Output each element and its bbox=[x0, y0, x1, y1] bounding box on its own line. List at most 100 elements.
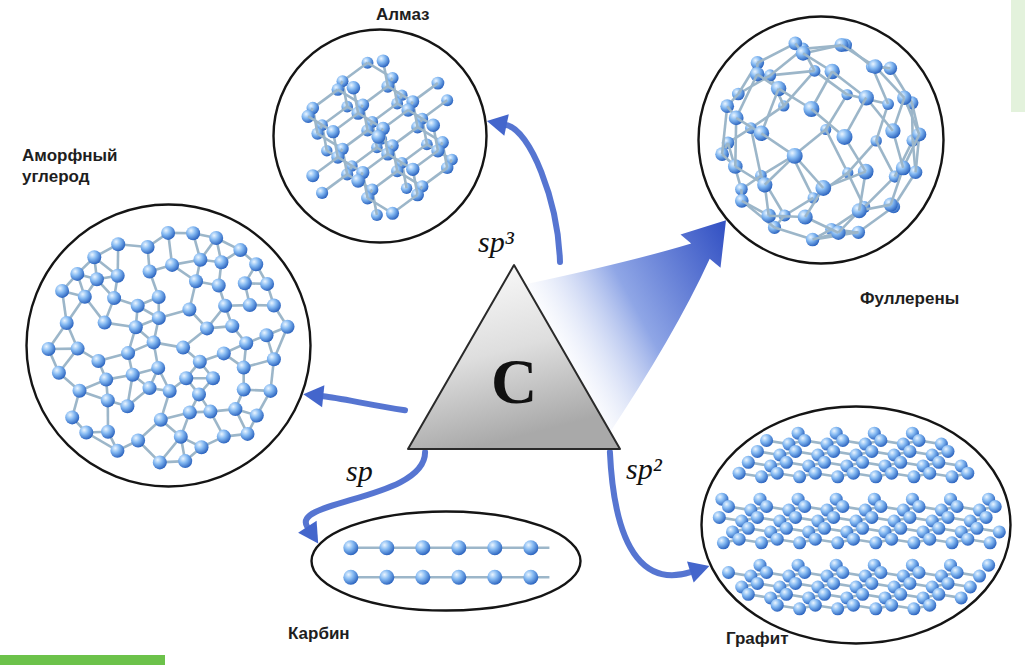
carbon-atom bbox=[858, 164, 874, 180]
carbon-atom bbox=[347, 81, 361, 95]
carbon-atom bbox=[951, 500, 964, 513]
carbon-atom bbox=[733, 467, 746, 480]
arrow-line bbox=[323, 396, 405, 410]
frame-shape bbox=[272, 28, 488, 244]
amorphous-structure bbox=[42, 226, 295, 470]
carbon-atom bbox=[451, 570, 466, 585]
carbon-atom bbox=[186, 226, 200, 240]
carbon-atom bbox=[771, 467, 784, 480]
carbon-atom bbox=[858, 90, 874, 106]
carbon-atom bbox=[827, 445, 840, 458]
carbon-atom bbox=[209, 231, 223, 245]
carbon-atom bbox=[942, 511, 955, 524]
carbon-atom bbox=[932, 456, 945, 469]
carbon-atom bbox=[111, 237, 125, 251]
carbon-atom bbox=[760, 500, 773, 513]
carbon-atom bbox=[415, 570, 430, 585]
carbon-atom bbox=[206, 371, 220, 385]
hybridization-label: sp bbox=[346, 454, 373, 488]
carbon-atom bbox=[101, 425, 115, 439]
element-triangle: C bbox=[405, 262, 623, 452]
carbon-atom bbox=[98, 316, 112, 330]
carbon-atom bbox=[217, 346, 231, 360]
frame-outline bbox=[274, 30, 487, 243]
carbon-atom bbox=[192, 387, 206, 401]
carbon-atom bbox=[961, 467, 974, 480]
frame-shape bbox=[310, 510, 582, 612]
carbon-atom bbox=[809, 533, 822, 546]
carbon-atom bbox=[869, 536, 882, 549]
carbon-atom bbox=[87, 250, 101, 264]
carbon-atom bbox=[316, 187, 328, 199]
carbon-atom bbox=[742, 588, 755, 601]
carbon-atom bbox=[742, 456, 755, 469]
carbon-atom bbox=[214, 255, 228, 269]
carbon-atom bbox=[107, 291, 121, 305]
allotrope-name: Графит bbox=[726, 628, 788, 649]
carbon-atom bbox=[195, 440, 209, 454]
carbon-atom bbox=[351, 174, 365, 188]
carbon-atom bbox=[178, 454, 192, 468]
carbon-atom bbox=[907, 470, 920, 483]
carbon-atom bbox=[267, 352, 281, 366]
carbon-atom bbox=[798, 566, 811, 579]
carbon-atom bbox=[131, 434, 145, 448]
carbon-atom bbox=[923, 467, 936, 480]
carbon-atom bbox=[789, 445, 802, 458]
carbon-atom bbox=[885, 467, 898, 480]
carbon-atom bbox=[827, 577, 840, 590]
carbon-atom bbox=[903, 577, 916, 590]
carbon-atom bbox=[415, 540, 430, 555]
carbon-atom bbox=[874, 566, 887, 579]
carbon-atom bbox=[874, 500, 887, 513]
allotrope-circle: Фуллерены bbox=[697, 15, 945, 265]
allotrope-circle: Аморфный углерод bbox=[25, 203, 312, 488]
carbon-atom bbox=[729, 111, 744, 126]
carbon-atom bbox=[837, 129, 853, 145]
carbon-atom bbox=[913, 500, 926, 513]
carbon-atom bbox=[836, 500, 849, 513]
carbon-atom bbox=[865, 577, 878, 590]
carbon-atom bbox=[250, 409, 264, 423]
carbon-atom bbox=[302, 110, 315, 123]
carbon-atom bbox=[789, 577, 802, 590]
carbon-atom bbox=[984, 536, 997, 549]
carbon-atom bbox=[955, 591, 968, 604]
carbon-atom bbox=[827, 511, 840, 524]
carbon-atom bbox=[780, 588, 793, 601]
carbon-atom bbox=[913, 566, 926, 579]
carbon-atom bbox=[241, 427, 255, 441]
frame-shape bbox=[700, 405, 1012, 645]
carbon-atom bbox=[152, 311, 166, 325]
carbon-atom bbox=[713, 511, 726, 524]
carbon-atom bbox=[238, 276, 252, 290]
carbon-atom bbox=[964, 581, 977, 594]
carbon-atom bbox=[237, 361, 251, 375]
carbon-atom bbox=[71, 342, 85, 356]
carbon-atom bbox=[907, 602, 920, 615]
carbon-atom bbox=[980, 511, 993, 524]
carbon-atom bbox=[831, 470, 844, 483]
carbon-atom bbox=[52, 366, 66, 380]
carbon-atom bbox=[856, 522, 869, 535]
bond-line bbox=[348, 546, 549, 549]
carbon-atom bbox=[780, 456, 793, 469]
carbon-atom bbox=[79, 426, 93, 440]
carbon-atom bbox=[377, 54, 390, 67]
carbon-atom bbox=[131, 299, 145, 313]
carbon-atom bbox=[896, 161, 911, 176]
carbon-atom bbox=[239, 336, 253, 350]
carbon-atom bbox=[154, 413, 168, 427]
carbon-atom bbox=[961, 533, 974, 546]
carbon-atom bbox=[903, 511, 916, 524]
carbon-atom bbox=[751, 445, 764, 458]
carbon-atom bbox=[973, 570, 986, 583]
carbon-atom bbox=[989, 500, 1002, 513]
carbon-atom bbox=[809, 599, 822, 612]
carbon-atom bbox=[182, 303, 196, 317]
carbon-atom bbox=[760, 434, 773, 447]
carbon-atom bbox=[874, 434, 887, 447]
bond-line bbox=[348, 576, 549, 579]
hybridization-label: sp³ bbox=[478, 225, 514, 259]
